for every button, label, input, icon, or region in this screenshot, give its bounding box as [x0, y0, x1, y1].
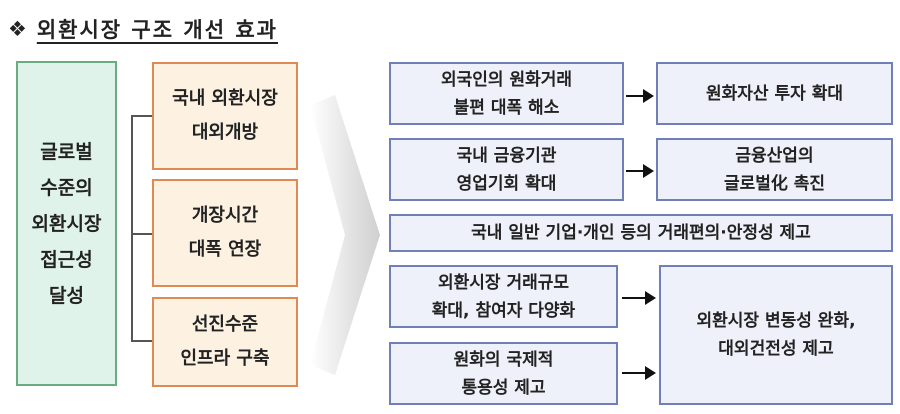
- connector: [131, 115, 152, 117]
- effect-line: 원화자산 투자 확대: [706, 83, 843, 104]
- title-text: 외환시장 구조 개선 효과: [36, 18, 278, 42]
- diamond-bullet-icon: ❖: [8, 17, 27, 41]
- arrow-right-icon: [622, 291, 656, 305]
- connector: [131, 233, 152, 235]
- effect-line: 확대, 참여자 다양화: [431, 300, 576, 321]
- effect-line: 금융산업의: [735, 145, 814, 166]
- effect-line: 불편 대폭 해소: [453, 97, 560, 118]
- measure-line: 국내 외환시장: [172, 88, 278, 109]
- measure-line: 대외개방: [191, 122, 259, 143]
- diagram-title: ❖ 외환시장 구조 개선 효과: [8, 14, 278, 44]
- goal-line: 글로벌: [40, 140, 93, 163]
- effect-box-wide: 국내 일반 기업·개인 등의 거래편의·안정성 제고: [389, 214, 893, 252]
- effect-line: 글로벌化 촉진: [723, 173, 826, 194]
- effect-line: 외국인의 원화거래: [440, 69, 573, 90]
- effect-box: 원화자산 투자 확대: [656, 62, 893, 125]
- measure-line: 개장시간: [191, 205, 259, 226]
- effect-line: 원화의 국제적: [453, 349, 554, 370]
- effect-line: 영업기회 확대: [456, 173, 557, 194]
- chevron-arrow-shape: [310, 95, 380, 375]
- effect-line: 국내 금융기관: [456, 145, 557, 166]
- effect-box: 외환시장 변동성 완화, 대외건전성 제고: [659, 265, 893, 405]
- arrow-right-icon: [626, 164, 654, 178]
- goal-line: 접근성: [40, 248, 93, 271]
- connector: [131, 340, 152, 342]
- effect-line: 통용성 제고: [461, 377, 546, 398]
- goal-box: 글로벌 수준의 외환시장 접근성 달성: [16, 61, 117, 386]
- measure-line: 선진수준: [191, 314, 259, 335]
- goal-line: 외환시장: [31, 212, 102, 235]
- effect-line: 국내 일반 기업·개인 등의 거래편의·안정성 제고: [471, 223, 811, 243]
- measure-line: 대폭 연장: [188, 239, 262, 260]
- effect-line: 외환시장 변동성 완화,: [696, 311, 856, 331]
- effect-line: 대외건전성 제고: [718, 339, 834, 359]
- arrow-right-icon: [626, 89, 654, 103]
- arrow-right-icon: [622, 366, 656, 380]
- connector-vertical: [131, 115, 133, 341]
- measure-line: 인프라 구축: [180, 348, 270, 369]
- effect-line: 외환시장 거래규모: [437, 272, 570, 293]
- goal-line: 수준의: [40, 176, 93, 199]
- goal-line: 달성: [49, 284, 84, 307]
